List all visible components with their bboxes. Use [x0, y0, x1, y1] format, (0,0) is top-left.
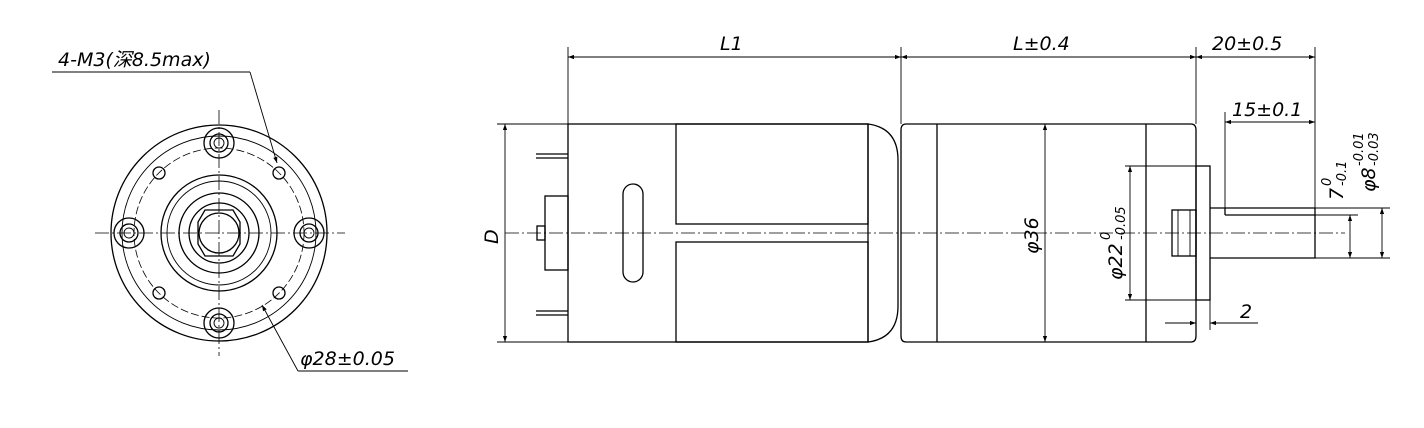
pcd-callout-leader — [261, 304, 299, 372]
dim-shaft-tol-lower: -0.03 — [1367, 132, 1382, 166]
front-m3-holes — [152, 166, 286, 300]
hole-callout-label: 4-M3(深8.5max) — [58, 49, 211, 71]
front-outer-flange — [110, 124, 328, 342]
output-retainer — [1171, 209, 1197, 257]
dim-boss-dia-group: φ22 0 -0.05 — [1099, 206, 1129, 280]
dim-flat-tol-upper: 0 — [1320, 178, 1335, 186]
motor-magnet-top — [675, 123, 869, 225]
dim-shaft-dia-label: φ8 — [1358, 167, 1380, 192]
motor-vent-slot — [622, 183, 644, 283]
output-shaft — [1210, 207, 1316, 259]
front-bearing-inner — [188, 202, 250, 264]
front-lobe-bottom — [203, 307, 235, 339]
motor-magnet-bottom — [675, 241, 869, 343]
front-lobe-top — [203, 127, 235, 159]
dim-shaft-dia-group: φ8 -0.01 -0.03 — [1352, 132, 1382, 192]
front-view: 4-M3(深8.5max) φ28±0.05 — [52, 49, 408, 372]
gearbox-body — [900, 123, 1197, 343]
front-hub-ring — [166, 180, 272, 286]
front-lobe-right — [293, 217, 325, 249]
dim-boss-tol-upper: 0 — [1099, 232, 1114, 240]
hole-callout-leader — [249, 71, 278, 164]
dim-body-dia-label: φ36 — [1021, 217, 1043, 254]
dim-boss-dia-label: φ22 — [1105, 243, 1127, 280]
dim-boss-h-label: 2 — [1240, 301, 1252, 323]
front-hub-outer — [160, 174, 278, 292]
front-shaft-flat — [197, 209, 241, 257]
dim-l-label: L±0.4 — [1013, 33, 1070, 55]
dim-shaft-tol-upper: -0.01 — [1352, 132, 1367, 166]
pcd-callout-label: φ28±0.05 — [300, 348, 395, 370]
front-shaft-circle — [198, 212, 240, 254]
side-view: L1 L±0.4 20±0.5 15±0.1 D φ36 φ22 0 -0.05 — [481, 33, 1390, 343]
dim-flat-label: 7 — [1326, 188, 1348, 200]
front-flange-inner-edge — [121, 135, 317, 331]
dim-flat-group: 7 0 -0.1 — [1320, 161, 1350, 200]
dim-l1-label: L1 — [720, 33, 743, 55]
dim-boss-tol-lower: -0.05 — [1114, 206, 1129, 240]
dim-flat-tol-lower: -0.1 — [1335, 161, 1350, 186]
motor-front-cap — [867, 123, 899, 343]
dim-shaft-len-label: 20±0.5 — [1212, 33, 1282, 55]
front-lobe-left — [113, 217, 145, 249]
dim-d-label: D — [481, 229, 503, 244]
motor-terminals — [536, 153, 569, 316]
front-bearing-outer — [178, 192, 260, 274]
dim-flat-len-label: 15±0.1 — [1232, 99, 1302, 121]
